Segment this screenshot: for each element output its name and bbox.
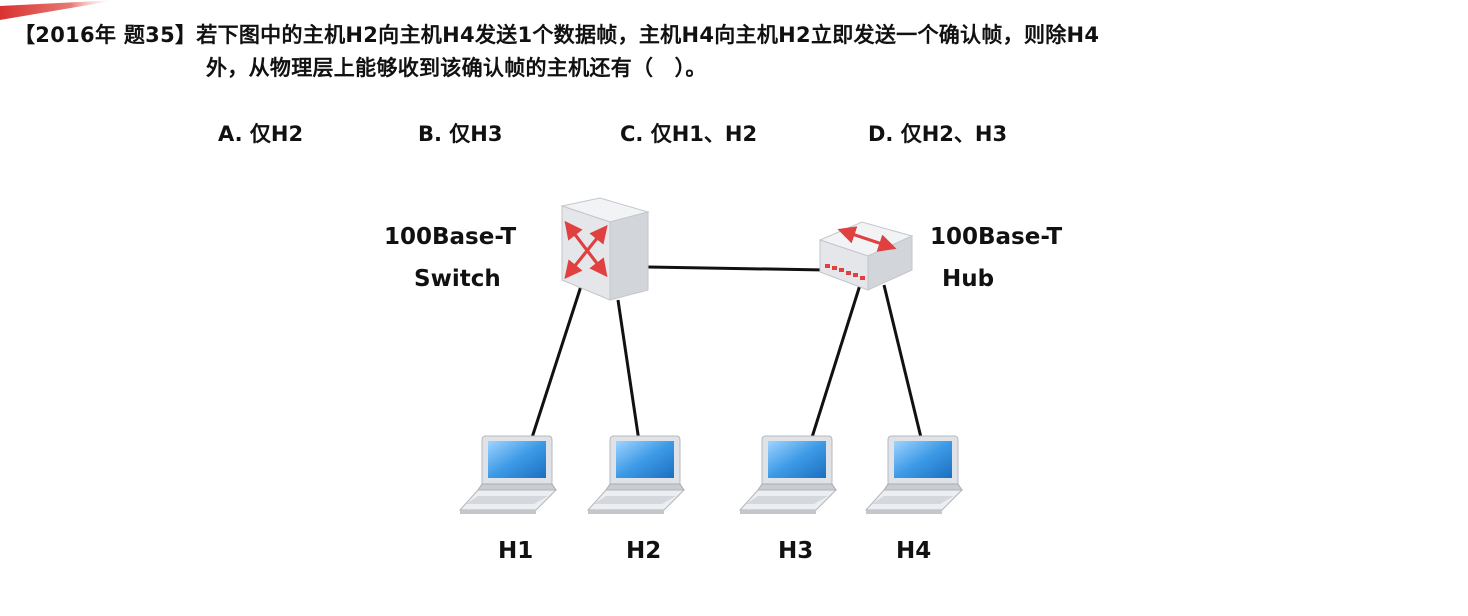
hub-label-line2: Hub: [942, 266, 995, 292]
cable-switch-h2: [616, 299, 642, 449]
cable-switch-hub: [647, 265, 827, 272]
question-text: 【2016年 题35】若下图中的主机H2向主机H4发送1个数据帧，主机H4向主机…: [14, 20, 1454, 83]
laptop-icon-h2: [587, 435, 685, 515]
cable-hub-h3: [806, 284, 862, 451]
question-line-2: 外，从物理层上能够收到该确认帧的主机还有（ ）。: [206, 56, 707, 80]
hub-label-line1: 100Base-T: [930, 224, 1063, 250]
option-b[interactable]: B. 仅H3: [418, 122, 503, 146]
host-label-h2: H2: [626, 538, 662, 564]
option-d[interactable]: D. 仅H2、H3: [868, 122, 1008, 146]
switch-label-line1: 100Base-T: [384, 224, 517, 250]
switch-label-line2: Switch: [414, 266, 501, 292]
host-label-h3: H3: [778, 538, 814, 564]
hub-icon: [818, 221, 914, 291]
laptop-icon-h3: [739, 435, 837, 515]
host-label-h1: H1: [498, 538, 534, 564]
cable-hub-h4: [882, 284, 926, 451]
switch-icon: [560, 197, 650, 301]
question-line-1: 【2016年 题35】若下图中的主机H2向主机H4发送1个数据帧，主机H4向主机…: [14, 23, 1100, 47]
option-a[interactable]: A. 仅H2: [218, 122, 304, 146]
corner-accent-decoration: [0, 0, 118, 20]
host-label-h4: H4: [896, 538, 932, 564]
laptop-icon-h4: [865, 435, 963, 515]
cable-switch-h1: [526, 282, 584, 451]
laptop-icon-h1: [459, 435, 557, 515]
option-c[interactable]: C. 仅H1、H2: [620, 122, 758, 146]
